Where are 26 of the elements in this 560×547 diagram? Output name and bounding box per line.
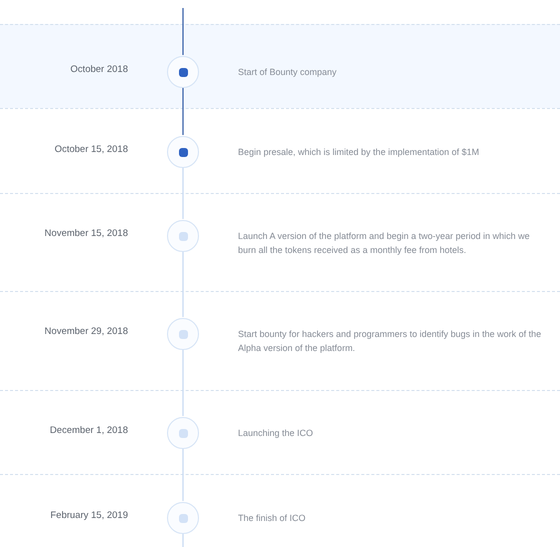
- circle-marker: [167, 220, 199, 252]
- event-description: Start of Bounty company: [238, 66, 338, 79]
- circle-marker: [167, 56, 199, 88]
- timeline-line: [182, 87, 184, 135]
- date-label: December 1, 2018: [50, 424, 128, 438]
- circle-marker: [167, 502, 199, 534]
- highlighted-row: [0, 24, 560, 108]
- timeline-line: [182, 8, 184, 55]
- date-label: October 2018: [70, 63, 128, 77]
- timeline-line: [182, 349, 184, 416]
- date-label: February 15, 2019: [50, 509, 128, 523]
- timeline-line: [182, 533, 184, 547]
- circle-marker: [167, 136, 199, 168]
- event-description: The finish of ICO: [238, 512, 307, 525]
- circle-marker: [167, 417, 199, 449]
- date-label: October 15, 2018: [54, 143, 128, 157]
- timeline-line: [182, 251, 184, 317]
- event-description: Launch A version of the platform and begin a two-year period in which we burn all the tokens received as a monthly fee from hotels.: [238, 230, 531, 257]
- event-description: Launching the ICO: [238, 427, 314, 440]
- event-description: Start bounty for hackers and programmers to identify bugs in the work of the Alpha version of the platform.: [238, 328, 542, 355]
- timeline-line: [182, 167, 184, 219]
- date-label: November 29, 2018: [44, 325, 128, 339]
- timeline-line: [182, 448, 184, 501]
- event-description: Begin presale, which is limited by the implementation of $1M: [238, 146, 480, 159]
- circle-marker: [167, 318, 199, 350]
- date-label: November 15, 2018: [44, 227, 128, 241]
